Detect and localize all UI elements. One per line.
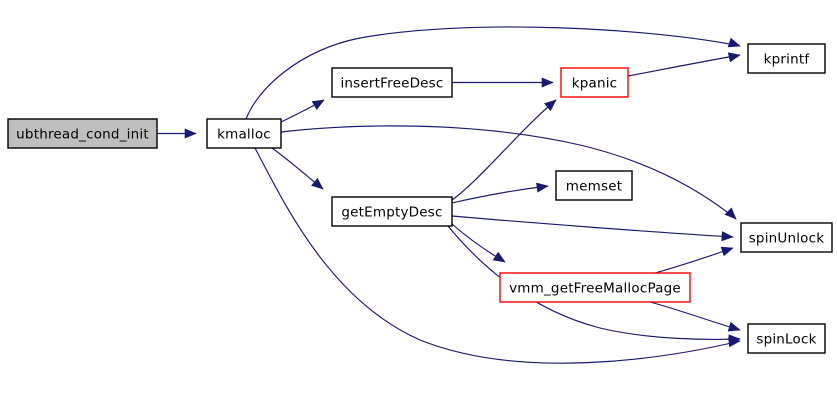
arrowhead-insertFreeDesc-in [311, 99, 325, 111]
node-label-ubthread_cond_init: ubthread_cond_init [16, 127, 149, 143]
node-ubthread_cond_init[interactable]: ubthread_cond_init [7, 118, 158, 149]
node-box-ubthread_cond_init[interactable] [7, 118, 158, 149]
arrowheads-layer [184, 37, 741, 348]
edge-kmalloc-to-kprintf [245, 26, 741, 120]
node-memset[interactable]: memset [555, 170, 633, 201]
arrowhead-kmalloc-in [184, 128, 197, 139]
edge-kmalloc-to-spinLock [254, 147, 741, 364]
node-spinUnlock[interactable]: spinUnlock [740, 222, 833, 253]
edge-getEmptyDesc-to-spinLock [447, 225, 741, 340]
arrowhead-vmm-in [492, 251, 506, 263]
node-label-getEmptyDesc: getEmptyDesc [341, 205, 442, 221]
edge-kmalloc-to-spinUnlock [280, 125, 737, 220]
node-label-insertFreeDesc: insertFreeDesc [340, 76, 443, 92]
node-label-kmalloc: kmalloc [217, 127, 271, 143]
arrowhead-memset-in [536, 182, 549, 193]
node-insertFreeDesc[interactable]: insertFreeDesc [331, 67, 453, 98]
node-box-kprintf[interactable] [747, 43, 826, 74]
node-box-insertFreeDesc[interactable] [331, 67, 453, 98]
node-label-kpanic: kpanic [572, 76, 618, 92]
edge-getEmptyDesc-to-spinUnlock [451, 215, 734, 238]
node-box-getEmptyDesc[interactable] [331, 196, 453, 227]
node-box-vmm_getFreeMallocPage[interactable] [499, 272, 691, 303]
node-vmm_getFreeMallocPage[interactable]: vmm_getFreeMallocPage [499, 272, 691, 303]
node-label-spinLock: spinLock [756, 332, 816, 348]
arrowhead-kpanic-in-bottom [544, 99, 557, 112]
arrowhead-spinUnlock-in-mid [721, 231, 734, 242]
node-box-memset[interactable] [555, 170, 633, 201]
node-kpanic[interactable]: kpanic [560, 67, 629, 98]
node-kprintf[interactable]: kprintf [747, 43, 826, 74]
arrowhead-spinLock-in-a [727, 321, 741, 332]
edges-layer [157, 26, 741, 364]
node-label-vmm_getFreeMallocPage: vmm_getFreeMallocPage [509, 281, 681, 297]
arrowhead-kpanic-in-left [541, 77, 554, 88]
node-box-spinLock[interactable] [747, 323, 826, 354]
arrowhead-spinUnlock-in-top [724, 207, 737, 220]
node-label-spinUnlock: spinUnlock [749, 231, 825, 247]
node-box-spinUnlock[interactable] [740, 222, 833, 253]
edge-kpanic-to-kprintf [627, 54, 741, 77]
nodes-layer: ubthread_cond_init kmalloc insertFreeDesc k… [7, 43, 833, 354]
arrowhead-kprintf-in-top [727, 37, 741, 48]
arrowhead-getEmptyDesc-in [311, 177, 324, 190]
arrowhead-spinLock-in-b [728, 334, 741, 345]
arrowhead-spinUnlock-in-low [720, 246, 734, 257]
node-box-kpanic[interactable] [560, 67, 629, 98]
arrowhead-kprintf-in-bottom [727, 52, 741, 63]
node-spinLock[interactable]: spinLock [747, 323, 826, 354]
node-box-kmalloc[interactable] [206, 118, 282, 149]
node-label-kprintf: kprintf [764, 52, 811, 68]
edge-getEmptyDesc-to-kpanic [451, 99, 557, 201]
node-kmalloc[interactable]: kmalloc [206, 118, 282, 149]
node-getEmptyDesc[interactable]: getEmptyDesc [331, 196, 453, 227]
node-label-memset: memset [566, 179, 622, 195]
